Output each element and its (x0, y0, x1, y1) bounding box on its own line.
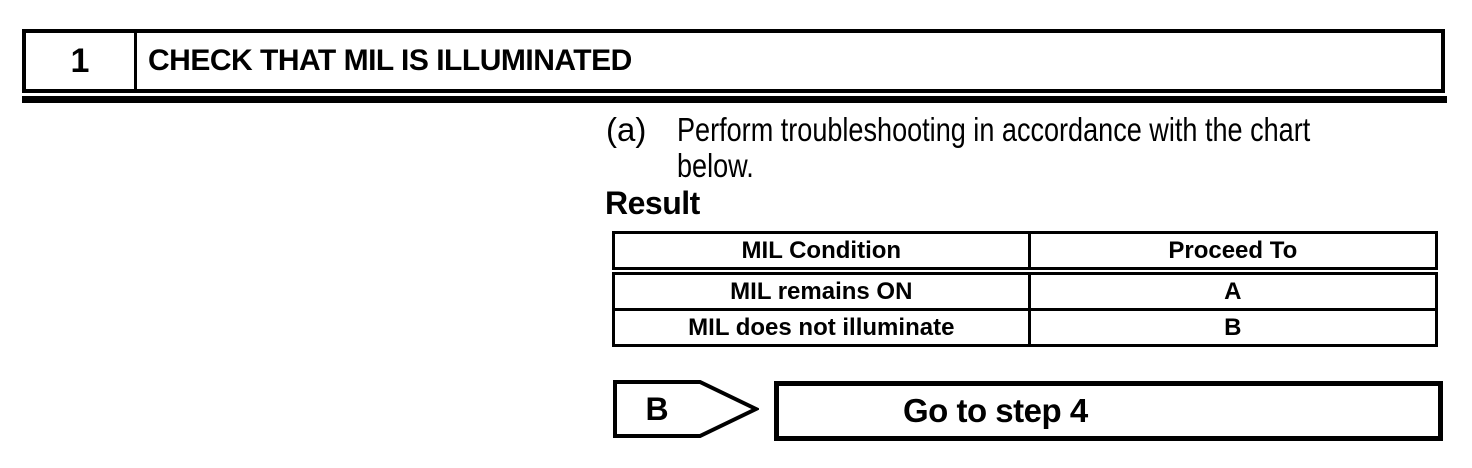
cell-condition: MIL remains ON (612, 269, 1031, 311)
route-label: B (645, 390, 669, 427)
step-number: 1 (26, 33, 137, 89)
column-header-proceed-to: Proceed To (1027, 231, 1439, 275)
step-header: 1 CHECK THAT MIL IS ILLUMINATED (22, 29, 1445, 93)
table-header-row: MIL Condition Proceed To (612, 231, 1439, 275)
arrow-pentagon-icon (613, 380, 759, 438)
action-label: Go to step 4 (903, 392, 1088, 429)
route-connector-b: B (613, 380, 759, 438)
result-heading: Result (605, 185, 700, 221)
instruction-a: (a) Perform troubleshooting in accordanc… (606, 112, 1449, 184)
step-title: CHECK THAT MIL IS ILLUMINATED (148, 44, 632, 77)
result-table: MIL Condition Proceed To MIL remains ON … (612, 231, 1439, 347)
cell-proceed-to: B (1027, 308, 1439, 347)
instruction-text-line-1: Perform troubleshooting in accordance wi… (677, 111, 1311, 148)
step-header-rule (22, 96, 1447, 103)
instruction-text: Perform troubleshooting in accordance wi… (677, 112, 1449, 184)
table-row: MIL remains ON A (612, 269, 1439, 311)
action-box: Go to step 4 (774, 381, 1443, 441)
column-header-mil-condition: MIL Condition (612, 231, 1031, 275)
instruction-marker: (a) (606, 111, 647, 148)
cell-proceed-to: A (1027, 269, 1439, 311)
table-row: MIL does not illuminate B (612, 308, 1439, 347)
cell-condition: MIL does not illuminate (612, 308, 1031, 347)
instruction-text-line-2: below. (677, 147, 754, 184)
